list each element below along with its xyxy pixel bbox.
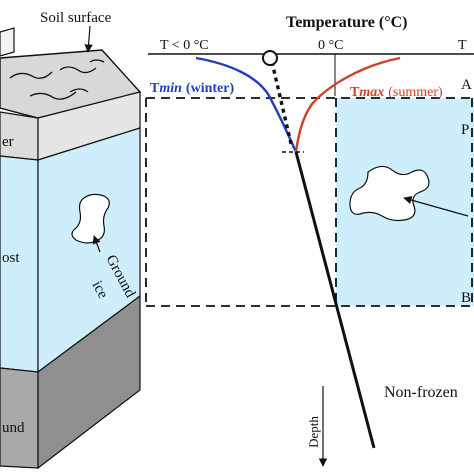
geothermal-gradient-line <box>294 151 376 449</box>
soil-block <box>0 27 142 470</box>
ground-front <box>0 367 39 469</box>
tmax-sub: max <box>359 85 384 100</box>
ground-ice-line2: ice <box>88 278 110 301</box>
mean-surface-temperature-marker <box>262 50 278 66</box>
permafrost-label-cut: ost <box>2 250 20 266</box>
tmin-label: Tmin (winter) <box>150 81 234 96</box>
depth-label: Depth <box>306 416 321 448</box>
non-frozen-label: Non-frozen <box>384 384 458 401</box>
ground-ice-label-2: ice <box>88 278 110 301</box>
tmin-sub: min <box>159 81 182 96</box>
right-a-label: A <box>461 77 472 93</box>
mean-temperature-dotted <box>270 61 294 149</box>
tmin-prefix: T <box>150 81 160 96</box>
soil-surface-texture <box>9 59 105 100</box>
soil-surface-arrow <box>84 25 93 53</box>
soil-surface-label: Soil surface <box>40 10 112 26</box>
ground-ice-pointer <box>92 235 101 253</box>
zero-label: 0 °C <box>318 38 343 53</box>
below-zero-label: T < 0 °C <box>160 38 209 53</box>
right-p-label: P <box>461 122 469 138</box>
ground-label-cut: und <box>2 420 25 436</box>
right-b-label: B <box>461 290 471 306</box>
profile-ice-shape <box>349 165 430 222</box>
right-t-label: T <box>458 38 467 53</box>
profile-ice-pointer <box>403 196 469 217</box>
temperature-axis-title: Temperature (°C) <box>286 14 407 31</box>
tmin-suffix: (winter) <box>186 81 235 96</box>
tmax-prefix: T <box>350 85 360 100</box>
tmax-label: Tmax (summer) <box>350 85 443 100</box>
ground-side <box>37 294 141 470</box>
surface-step <box>0 27 15 57</box>
tmax-suffix: (summer) <box>388 85 443 100</box>
active-layer-label-cut: er <box>2 134 14 150</box>
tmax-curve <box>294 56 401 153</box>
